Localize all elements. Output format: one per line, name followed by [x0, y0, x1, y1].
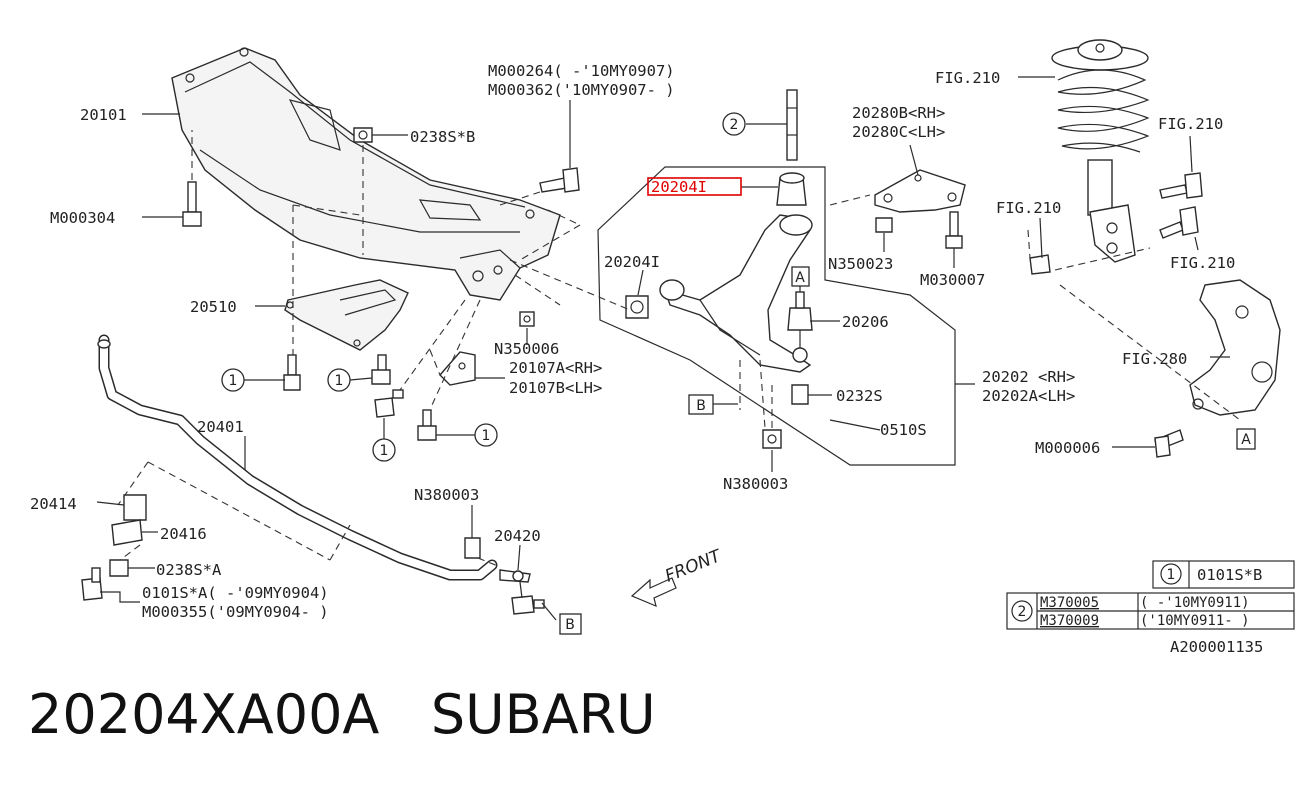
- label-20510: 20510: [190, 298, 237, 316]
- link-20420-drawing: [464, 537, 545, 615]
- label-fig280: FIG.280: [1122, 350, 1187, 368]
- ref-box-a-top: A: [791, 266, 810, 287]
- bolt-m000304-drawing: [182, 130, 202, 227]
- label-fig210-left: FIG.210: [996, 199, 1061, 217]
- plate-20510-drawing: [284, 279, 409, 351]
- label-n380003-lower: N380003: [414, 486, 479, 504]
- bolts-1-drawing: [283, 354, 437, 441]
- callout-2-circle: 2: [722, 112, 746, 136]
- nut-0238s-b-drawing: [353, 127, 373, 255]
- svg-text:B: B: [565, 617, 575, 633]
- legend-table-2: 2 M370005 ( -'10MY0911) M370009 ('10MY09…: [1006, 592, 1295, 630]
- svg-text:1: 1: [482, 428, 491, 444]
- svg-text:A: A: [795, 270, 805, 286]
- svg-text:2: 2: [730, 117, 739, 133]
- label-20401: 20401: [197, 418, 244, 436]
- label-20416: 20416: [160, 525, 207, 543]
- svg-text:B: B: [696, 398, 706, 414]
- stabilizer-drawing: [97, 334, 498, 581]
- bush-clamp-drawing: [81, 494, 147, 601]
- label-20107b: 20107B<LH>: [509, 379, 602, 397]
- label-20204i-highlighted[interactable]: 20204I: [651, 178, 707, 196]
- label-20414: 20414: [30, 495, 77, 513]
- lower-arm-drawing: [625, 172, 813, 373]
- legend-1-value: 0101S*B: [1197, 566, 1262, 584]
- front-arrow: FRONT: [630, 546, 725, 608]
- label-m000006: M000006: [1035, 439, 1100, 457]
- label-20101: 20101: [80, 106, 127, 124]
- label-20280b: 20280B<RH>: [852, 104, 945, 122]
- front-label: FRONT: [662, 546, 725, 587]
- knuckle-drawing: [1154, 279, 1281, 458]
- stud-drawing: [786, 89, 798, 161]
- nut-n380003-upper-drawing: [762, 380, 782, 449]
- label-20202a-lh: 20202A<LH>: [982, 387, 1075, 405]
- label-n380003-upper: N380003: [723, 475, 788, 493]
- legend-2-row2-part: M370009: [1040, 613, 1099, 629]
- legend-2-row2-note: ('10MY0911- ): [1140, 613, 1250, 629]
- ref-box-a-right: A: [1236, 428, 1256, 450]
- label-n350006: N350006: [494, 340, 559, 358]
- svg-text:1: 1: [229, 373, 238, 389]
- ref-box-b-left: B: [688, 394, 714, 415]
- label-m000264: M000264( -'10MY0907): [488, 62, 675, 80]
- label-20280c: 20280C<LH>: [852, 123, 945, 141]
- label-20420: 20420: [494, 527, 541, 545]
- bolt-m000264-drawing: [499, 167, 580, 206]
- ref-box-b-bottom: B: [559, 613, 582, 635]
- label-n350023: N350023: [828, 255, 893, 273]
- label-20107a: 20107A<RH>: [509, 359, 602, 377]
- label-0238s-b: 0238S*B: [410, 128, 475, 146]
- arm-group-outline: [597, 166, 956, 466]
- label-m000355: M000355('09MY0904- ): [142, 603, 329, 621]
- bracket-20280-drawing: [829, 169, 966, 249]
- diagram-id: A200001135: [1170, 638, 1263, 656]
- svg-text:1: 1: [335, 373, 344, 389]
- label-fig210-right: FIG.210: [1158, 115, 1223, 133]
- nut-0232s-drawing: [791, 384, 809, 405]
- nut-n350006-drawing: [519, 311, 535, 327]
- svg-text:A: A: [1241, 432, 1251, 448]
- bracket-20107-drawing: [439, 351, 476, 386]
- label-20206: 20206: [842, 313, 889, 331]
- pin-0510s-drawing: [829, 419, 881, 431]
- legend-1-number: 1: [1167, 567, 1176, 583]
- label-0238s-a: 0238S*A: [156, 561, 222, 579]
- label-0101s-a: 0101S*A( -'09MY0904): [142, 584, 329, 602]
- callout-1-c: 1: [372, 438, 396, 462]
- label-20202-rh: 20202 <RH>: [982, 368, 1075, 386]
- highlighted-part-box: [647, 177, 742, 196]
- legend-table-1: 1 0101S*B: [1152, 560, 1295, 589]
- label-fig210-top: FIG.210: [935, 69, 1000, 87]
- svg-text:1: 1: [380, 443, 389, 459]
- label-20204i: 20204I: [604, 253, 660, 271]
- label-0232s: 0232S: [836, 387, 883, 405]
- legend-2-row1-note: ( -'10MY0911): [1140, 595, 1250, 611]
- callout-1-b: 1: [327, 368, 351, 392]
- label-fig210-bottom: FIG.210: [1170, 254, 1235, 272]
- callout-1-d: 1: [474, 423, 498, 447]
- guide-lines: [117, 204, 1241, 567]
- label-m030007: M030007: [920, 271, 985, 289]
- callout-1-a: 1: [221, 368, 245, 392]
- label-m000304: M000304: [50, 209, 115, 227]
- legend-2-row1-part: M370005: [1040, 595, 1099, 611]
- leader-lines: [96, 76, 1230, 621]
- legend-2-number: 2: [1018, 604, 1027, 620]
- strut-drawing: [1029, 39, 1203, 275]
- label-0510s: 0510S: [880, 421, 927, 439]
- label-m000362: M000362('10MY0907- ): [488, 81, 675, 99]
- crossmember-drawing: [171, 47, 561, 301]
- part-title: 20204XA00A SUBARU: [28, 683, 656, 746]
